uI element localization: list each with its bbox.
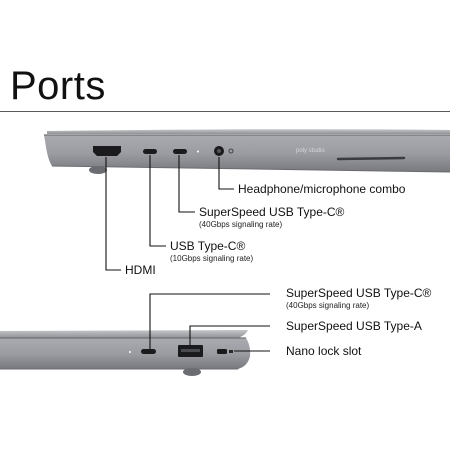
label-hdmi: HDMI	[125, 263, 156, 277]
usb-a-tongue	[181, 349, 200, 352]
leader-lines-left	[105, 155, 234, 271]
thunderbolt-port-icon	[173, 149, 187, 154]
brand-mark: poly studio	[296, 148, 325, 154]
note-superspeed-usb-c-left: (40Gbps signaling rate)	[199, 220, 283, 229]
lid-edge	[0, 330, 248, 338]
page-title: Ports	[10, 64, 106, 108]
lid-edge	[47, 129, 450, 134]
lock-glyph-icon	[229, 350, 233, 353]
thunderbolt-port-icon	[141, 349, 156, 354]
usb-c-port-icon	[143, 149, 157, 154]
rubber-foot	[183, 368, 201, 376]
audio-jack-inner-icon	[217, 149, 221, 153]
note-superspeed-usb-c-right: (40Gbps signaling rate)	[286, 301, 370, 310]
label-superspeed-usb-c-left: SuperSpeed USB Type-C®	[199, 205, 345, 219]
laptop-left-side: poly studio	[44, 129, 450, 271]
label-headphone-mic-combo: Headphone/microphone combo	[238, 182, 406, 196]
laptop-right-side	[0, 293, 270, 376]
note-usb-c: (10Gbps signaling rate)	[170, 254, 254, 263]
title-divider	[0, 111, 450, 112]
label-superspeed-usb-a: SuperSpeed USB Type-A	[286, 319, 422, 333]
leader-lines-right	[149, 293, 270, 352]
charge-led-icon	[197, 150, 199, 153]
hdmi-port-icon	[93, 146, 121, 156]
base-edge	[44, 135, 450, 172]
headset-glyph-icon	[228, 148, 234, 154]
label-superspeed-usb-c-right: SuperSpeed USB Type-C®	[286, 286, 432, 300]
rubber-foot	[89, 166, 107, 174]
charge-led-icon	[129, 351, 131, 353]
label-nano-lock-slot: Nano lock slot	[286, 344, 362, 358]
bottom-line	[51, 165, 450, 173]
label-usb-c: USB Type-C®	[170, 239, 246, 253]
nano-lock-slot-icon	[217, 349, 227, 354]
base-edge	[0, 338, 251, 369]
speaker-vent	[336, 156, 406, 161]
